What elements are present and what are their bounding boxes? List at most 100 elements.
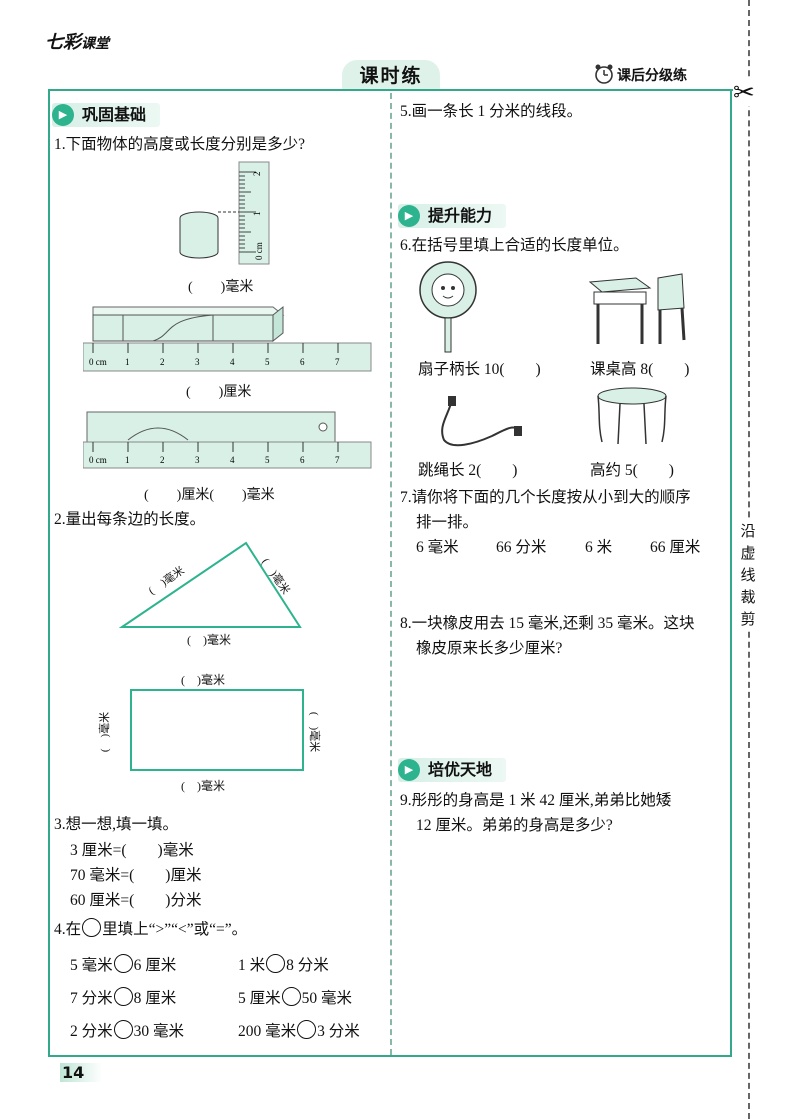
compare-circle[interactable]: [297, 1020, 317, 1039]
q4-item: 1 米 8 分米: [238, 954, 329, 977]
q4-item: 5 毫米 6 厘米: [70, 954, 176, 977]
section-excel: ▶ 培优天地: [398, 758, 507, 782]
q4-item: 2 分米 30 毫米: [70, 1020, 184, 1043]
q4-right: 8 厘米: [133, 990, 177, 1007]
cut-char: 裁: [740, 588, 756, 606]
hruler-label: 5: [265, 357, 270, 367]
q7-value: 66 厘米: [650, 539, 701, 556]
q4-right: 30 毫米: [133, 1023, 185, 1040]
q7-value: 66 分米: [496, 539, 547, 556]
q5-text: 5.画一条长 1 分米的线段。: [400, 103, 583, 120]
q4-right: 3 分米: [317, 1023, 360, 1040]
tri-bottom-blank: ( )毫米: [187, 633, 231, 647]
column-divider: [390, 93, 392, 1055]
triangle-figure: [110, 537, 310, 642]
q4-left: 7 分米: [70, 990, 113, 1007]
vruler-label: 0 cm: [254, 242, 264, 260]
arc-ruler-figure: 0 cm 1 2 3 4 5 6 7: [82, 410, 373, 475]
hruler-label: 3: [195, 357, 200, 367]
q7-text: 排一排。: [416, 514, 479, 531]
q3-text: 3.想一想,填一填。: [54, 816, 179, 833]
play-icon: ▶: [52, 104, 74, 126]
circle-icon: [82, 918, 102, 937]
q4-text-after: 里填上“>”“<”或“=”。: [102, 921, 248, 938]
q4-left: 1 米: [238, 957, 266, 974]
q1-blank1: ( )毫米: [188, 280, 254, 295]
play-icon: ▶: [398, 759, 420, 781]
q1-text: 1.下面物体的高度或长度分别是多少?: [54, 136, 306, 153]
brand-big: 七彩: [45, 32, 81, 53]
cut-char: 线: [740, 566, 756, 584]
stool-image: [592, 386, 672, 453]
brand-small: 课堂: [81, 36, 109, 52]
section-basic: ▶ 巩固基础: [52, 103, 161, 127]
section-improve: ▶ 提升能力: [398, 204, 507, 228]
hruler-label: 3: [195, 455, 200, 465]
q6-item: 课桌高 8( ): [590, 361, 690, 378]
q4-item: 200 毫米 3 分米: [238, 1020, 360, 1043]
page-title: 课时练: [342, 60, 440, 90]
hruler-label: 7: [335, 455, 340, 465]
hruler-label: 2: [160, 455, 165, 465]
cylinder-ruler-figure: 2 1 0 cm: [174, 160, 284, 275]
fan-image: [418, 258, 478, 359]
q6-item: 高约 5( ): [590, 462, 674, 479]
q4-left: 2 分米: [70, 1023, 113, 1040]
compare-circle[interactable]: [113, 987, 133, 1006]
q9-text: 12 厘米。弟弟的身高是多少?: [416, 817, 613, 834]
q2-text: 2.量出每条边的长度。: [54, 511, 206, 528]
q9-text: 9.彤彤的身高是 1 米 42 厘米,弟弟比她矮: [400, 792, 672, 809]
compare-circle[interactable]: [266, 954, 286, 973]
q3-line: 70 毫米=( )厘米: [70, 867, 202, 884]
sub-label: 课后分级练: [617, 68, 687, 84]
q4-text: 4.在里填上“>”“<”或“=”。: [54, 918, 247, 941]
section-excel-label: 培优天地: [428, 760, 493, 779]
q6-item: 跳绳长 2( ): [418, 462, 518, 479]
compare-circle[interactable]: [113, 954, 133, 973]
hruler-label: 4: [230, 455, 235, 465]
play-icon: ▶: [398, 205, 420, 227]
q4-right: 6 厘米: [133, 957, 177, 974]
cut-char: 虚: [740, 544, 756, 562]
vruler-label: 2: [252, 172, 262, 177]
hruler-label: 0 cm: [89, 357, 107, 367]
cut-char: 剪: [740, 610, 756, 628]
hruler-label: 1: [125, 455, 130, 465]
page-number: 14: [60, 1063, 103, 1082]
desk-image: [584, 268, 696, 353]
q3-line: 60 厘米=( )分米: [70, 892, 202, 909]
q8-text: 8.一块橡皮用去 15 毫米,还剩 35 毫米。这块: [400, 615, 695, 632]
section-improve-label: 提升能力: [428, 206, 493, 225]
hruler-label: 7: [335, 357, 340, 367]
compare-circle[interactable]: [281, 987, 301, 1006]
hruler-label: 2: [160, 357, 165, 367]
brand-logo: 七彩课堂: [45, 28, 109, 54]
q3-line: 3 厘米=( )毫米: [70, 842, 194, 859]
jump-rope-image: [434, 396, 524, 455]
section-basic-label: 巩固基础: [82, 105, 147, 124]
q4-item: 7 分米 8 厘米: [70, 987, 176, 1010]
q4-right: 8 分米: [286, 957, 329, 974]
title-rule: [48, 89, 734, 91]
q1-blank3: ( )厘米( )毫米: [144, 488, 275, 503]
clock-icon: [593, 63, 615, 90]
compare-circle[interactable]: [113, 1020, 133, 1039]
q4-left: 5 毫米: [70, 957, 113, 974]
q6-text: 6.在括号里填上合适的长度单位。: [400, 237, 629, 254]
q4-left: 5 厘米: [238, 990, 281, 1007]
hruler-label: 6: [300, 455, 305, 465]
q8-text: 橡皮原来长多少厘米?: [416, 640, 563, 657]
cut-char: 沿: [740, 522, 756, 540]
q7-value: 6 毫米: [416, 539, 459, 556]
hruler-label: 1: [125, 357, 130, 367]
hruler-label: 6: [300, 357, 305, 367]
q4-left: 200 毫米: [238, 1023, 297, 1040]
q7-text: 7.请你将下面的几个长度按从小到大的顺序: [400, 489, 691, 506]
scissors-icon: ✂: [733, 78, 755, 107]
hruler-label: 0 cm: [89, 455, 107, 465]
q7-value: 6 米: [585, 539, 613, 556]
q6-item: 扇子柄长 10( ): [418, 361, 541, 378]
rect-right-blank: ( )毫米: [308, 711, 321, 753]
content-frame: [48, 91, 732, 1057]
